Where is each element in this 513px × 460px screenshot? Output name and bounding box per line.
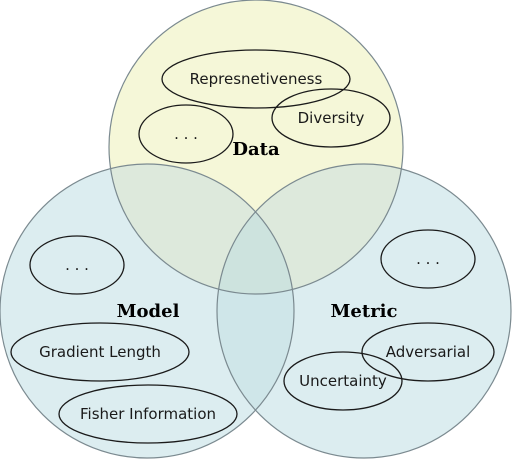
metric-more-label: . . .: [416, 250, 440, 268]
data-circle-outline: [108, 0, 404, 295]
model-circle-outline: [0, 163, 295, 459]
gradient-length-label: Gradient Length: [39, 343, 161, 361]
overlap-data-model: [109, 164, 294, 294]
diversity-label: Diversity: [298, 109, 365, 127]
overlap-data-metric: [217, 164, 403, 294]
uncertainty-label: Uncertainty: [299, 372, 387, 390]
data-item-more: . . .: [138, 104, 234, 164]
metric-circle-outline: [216, 163, 512, 459]
data-item-diversity: Diversity: [271, 88, 391, 148]
representativeness-label: Represnetiveness: [190, 70, 323, 88]
metric-item-more: . . .: [380, 229, 476, 289]
metric-item-adversarial: Adversarial: [361, 322, 495, 382]
model-item-gradient-length: Gradient Length: [10, 322, 190, 382]
data-more-label: . . .: [174, 125, 198, 143]
data-title: Data: [232, 139, 280, 160]
metric-title: Metric: [331, 301, 398, 322]
adversarial-label: Adversarial: [386, 343, 471, 361]
model-more-label: . . .: [65, 256, 89, 274]
model-item-more: . . .: [29, 235, 125, 295]
model-item-fisher-information: Fisher Information: [58, 384, 238, 444]
data-item-representativeness: Represnetiveness: [161, 49, 351, 109]
fisher-information-label: Fisher Information: [80, 405, 216, 423]
metric-item-uncertainty: Uncertainty: [283, 351, 403, 411]
model-title: Model: [117, 301, 180, 322]
